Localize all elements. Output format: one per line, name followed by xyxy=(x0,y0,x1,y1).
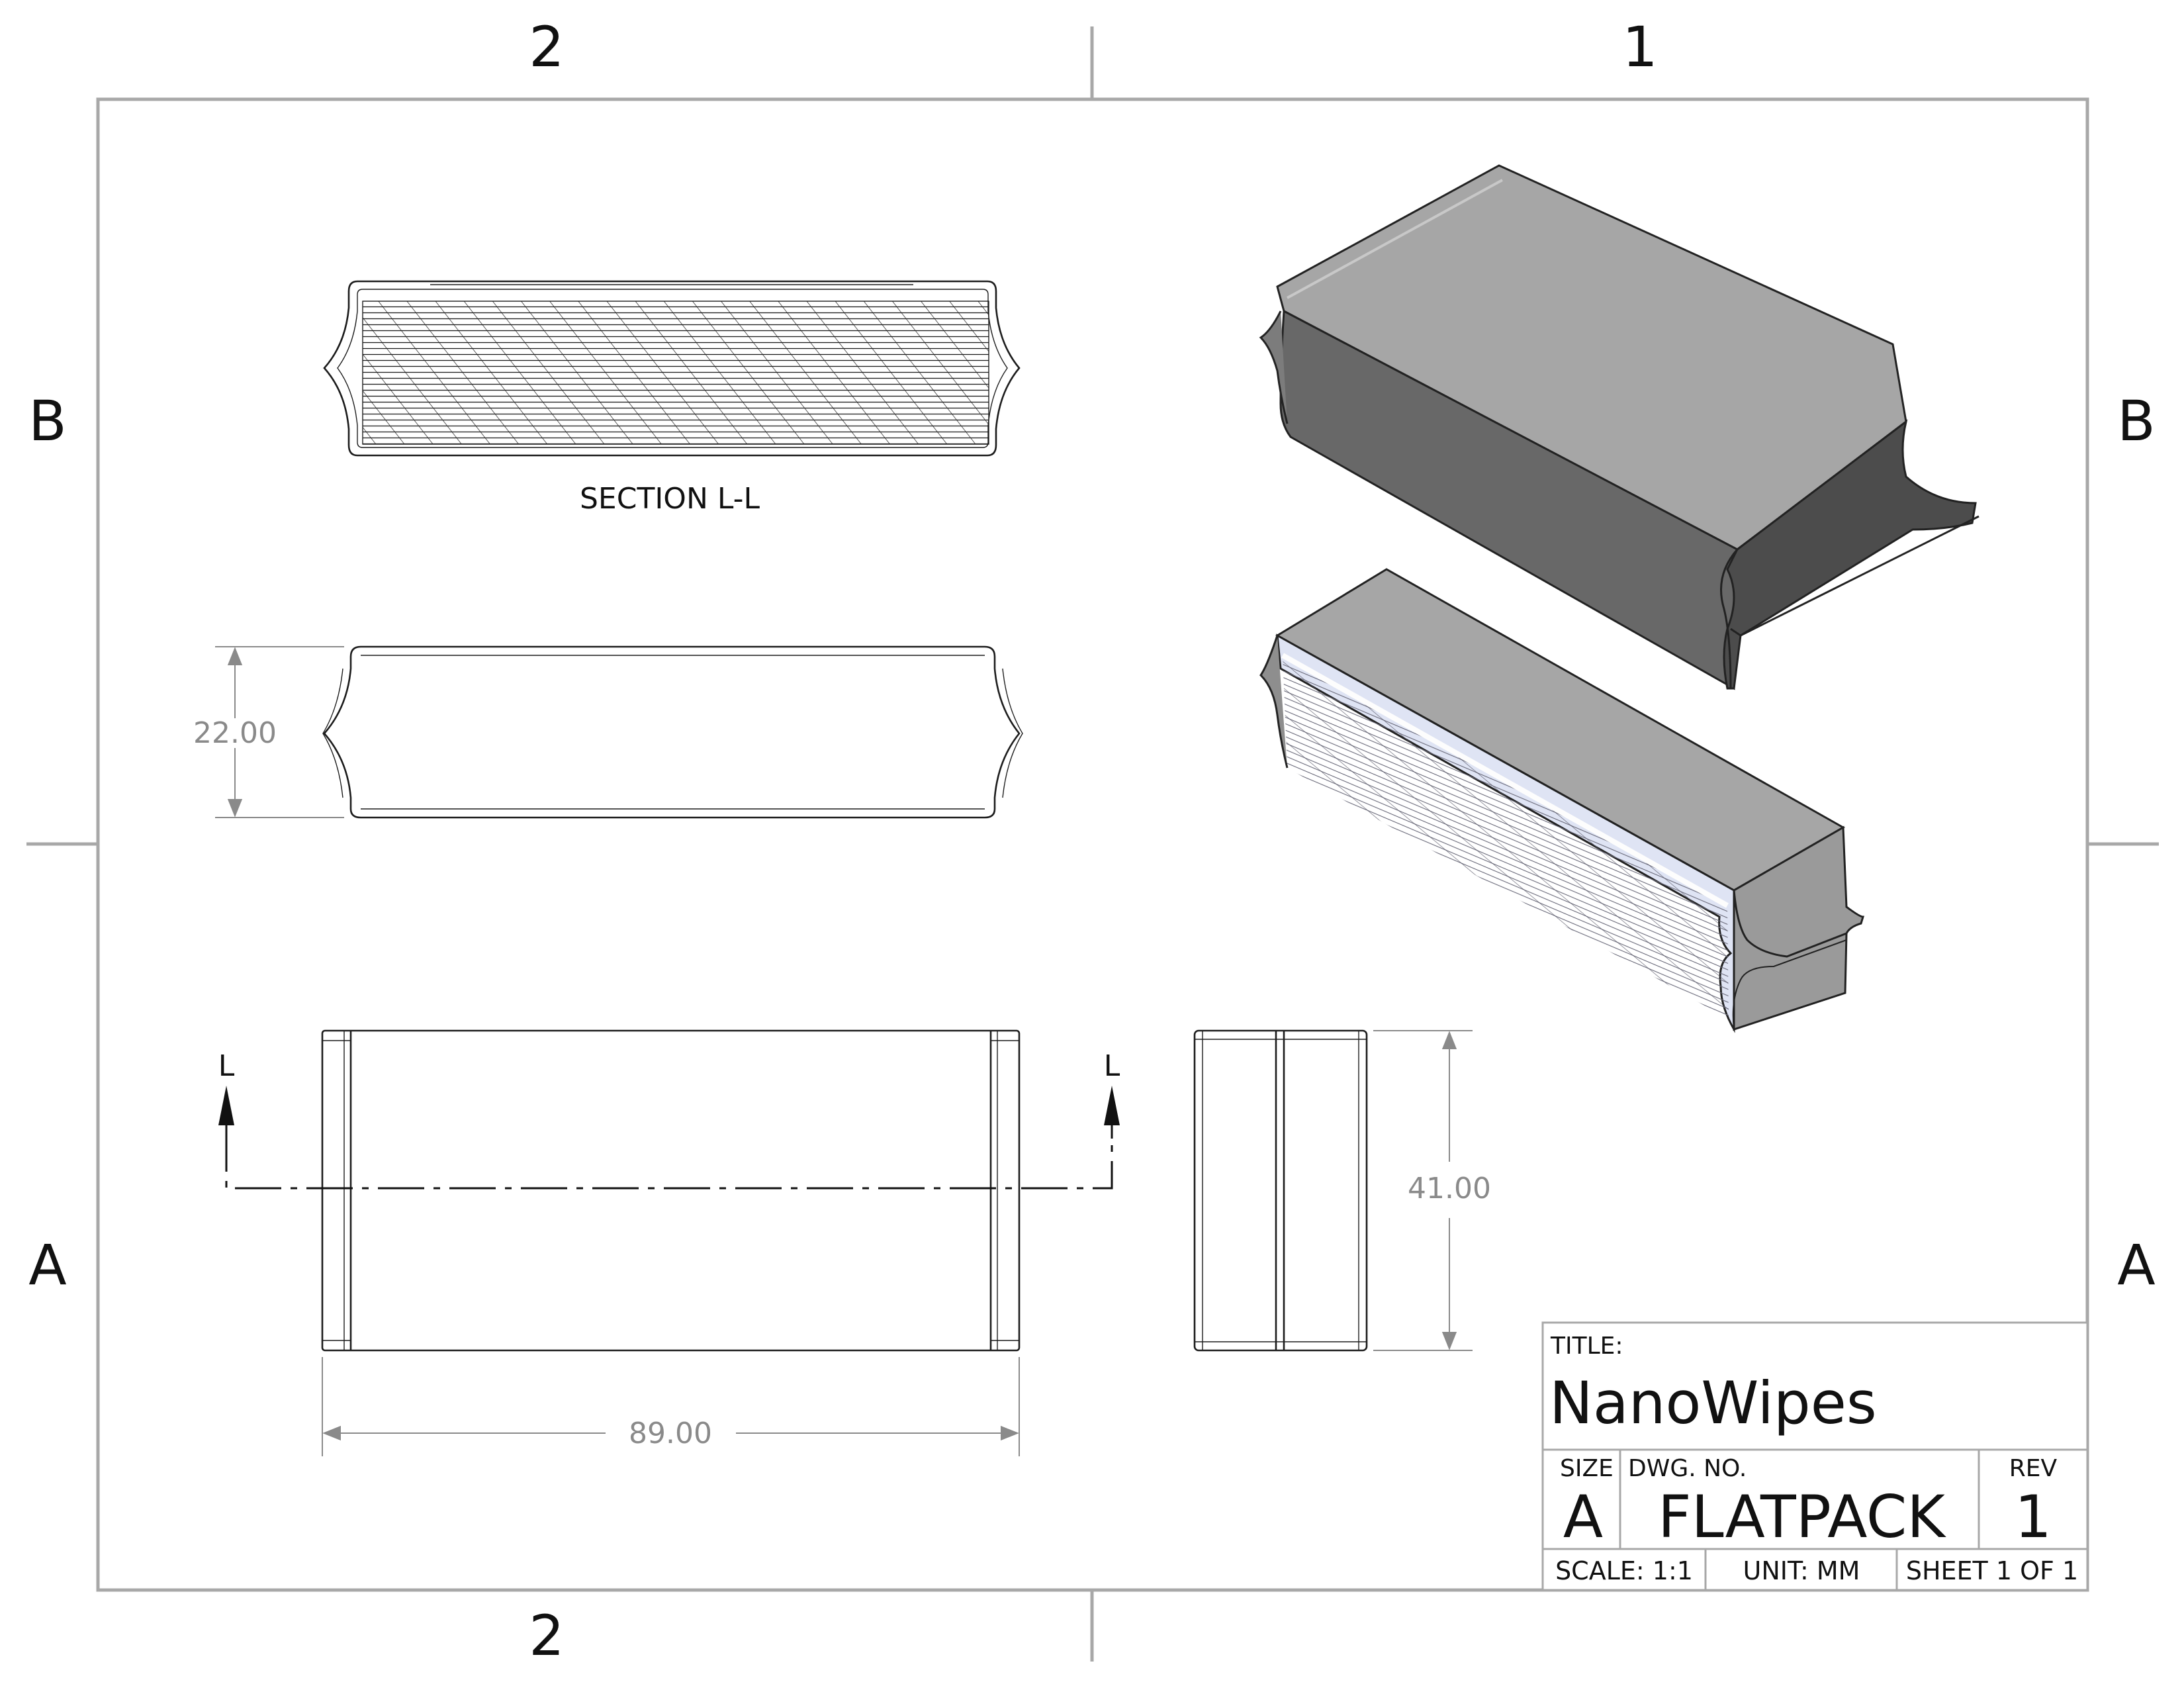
rev-caption: REV xyxy=(2009,1455,2058,1482)
sheet-size: A xyxy=(1563,1483,1603,1551)
sheet-number: SHEET 1 OF 1 xyxy=(1906,1556,2078,1585)
isometric-closed xyxy=(1259,164,1979,690)
size-caption: SIZE xyxy=(1560,1455,1614,1482)
dimension-end-height-value: 41.00 xyxy=(1408,1172,1491,1205)
zone-bottom-2: 2 xyxy=(529,1603,564,1668)
top-view xyxy=(321,1029,1021,1352)
title-block xyxy=(1541,1321,2089,1591)
section-marker-left: L xyxy=(218,1049,235,1083)
zone-left-b: B xyxy=(28,389,67,453)
end-view xyxy=(1193,1029,1368,1352)
title-caption: TITLE: xyxy=(1550,1333,1623,1360)
revision: 1 xyxy=(2015,1483,2052,1551)
dimension-side-height xyxy=(215,646,344,818)
dimension-side-height-value: 22.00 xyxy=(193,716,277,750)
dimension-end-height xyxy=(1373,1030,1473,1351)
isometric-section xyxy=(1259,568,1865,1033)
section-cut-line xyxy=(218,1086,1120,1190)
section-label: SECTION L-L xyxy=(580,482,760,516)
dimension-length xyxy=(322,1357,1020,1456)
drawing-number: FLATPACK xyxy=(1658,1483,1946,1551)
sheet-frame xyxy=(26,26,2159,1662)
section-marker-right: L xyxy=(1104,1049,1120,1083)
zone-right-b: B xyxy=(2117,389,2156,453)
zone-top-2: 2 xyxy=(529,15,564,79)
section-view xyxy=(323,280,1021,457)
zone-top-1: 1 xyxy=(1622,15,1657,79)
unit: UNIT: MM xyxy=(1743,1556,1860,1585)
drawing-title: NanoWipes xyxy=(1549,1369,1877,1437)
dimension-length-value: 89.00 xyxy=(629,1417,712,1450)
zone-left-a: A xyxy=(28,1233,66,1297)
scale: SCALE: 1:1 xyxy=(1555,1556,1693,1585)
side-view xyxy=(322,645,1023,819)
dwg-no-caption: DWG. NO. xyxy=(1628,1455,1747,1482)
zone-right-a: A xyxy=(2117,1233,2155,1297)
